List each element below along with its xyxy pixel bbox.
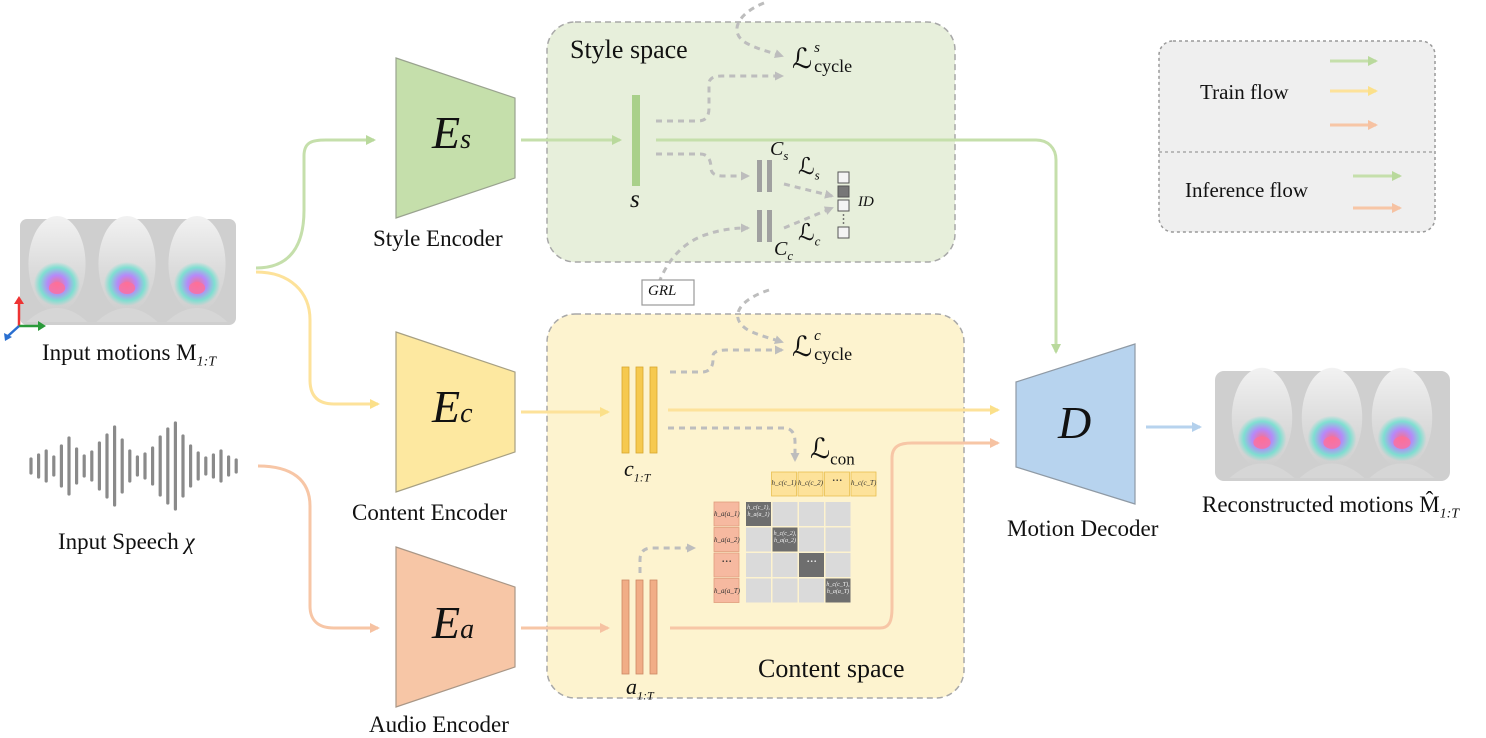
content-encoder-label: Content Encoder [352,500,508,525]
motion-decoder-symbol: D [1058,397,1092,448]
matrix-cell [772,502,798,526]
matrix-cell [772,578,798,603]
input-motions-label: Input motions M1:T [42,340,217,370]
yellow-flow-to-content-encoder [255,270,380,409]
matrix-cell-label: h_a(a_2) [714,535,740,544]
style-classifier [757,160,772,192]
face-render [26,216,88,322]
matrix-cell-label: h_c(c_T), h_a(a_T) [826,581,850,595]
matrix-cell [825,553,851,577]
orange-flow-to-decoder [670,438,1000,630]
input-speech-label: Input Speech χ [58,529,195,554]
loss-content: ℒc [798,220,821,249]
face-render [1299,367,1365,478]
matrix-col-header [850,471,877,497]
matrix-cell-label: h_c(c_1) [771,479,797,487]
style-code-bar [632,95,640,186]
similarity-matrix [713,471,877,603]
green-flow-to-style-encoder [255,135,376,270]
face-render [1369,367,1435,478]
face-render [96,216,158,322]
matrix-diag-cell [772,527,798,552]
legend-inference-label: Inference flow [1185,178,1309,202]
face-render [166,216,228,322]
audio-encoder-shape [395,546,516,708]
content-feature-bars [621,366,658,454]
matrix-col-header [824,471,850,497]
content-encoder-shape [395,331,516,493]
matrix-cell [799,527,824,552]
matrix-cell-label: h_c(c_1), h_a(a_1) [747,505,770,518]
matrix-cell-label: h_a(a_T) [714,586,741,595]
legend-train-label: Train flow [1200,80,1289,104]
matrix-diag-cell [746,502,771,526]
id-label: ID [858,194,874,210]
reconstructed-motions-label: Reconstructed motions M̂1:T [1202,492,1460,522]
matrix-cell [799,578,824,603]
matrix-cell-label: h_c(c_T) [851,479,877,487]
id-label-squares [837,171,850,239]
legend-arrows [1330,56,1402,213]
orange-flow-to-audio-encoder [257,464,380,633]
style-encoder-symbol: Es [432,107,472,158]
content-encoder-symbol: Ec [432,381,473,432]
content-classifier-label: Cc [774,238,794,263]
matrix-row-header [713,578,740,603]
style-code-label: s [630,186,640,213]
style-classifier-label: Cs [770,138,789,163]
matrix-cell [746,553,771,577]
reconstructed-motions-image [1215,367,1450,481]
face-render [1229,367,1295,478]
input-motions-image [4,216,236,341]
matrix-cell-label: h_c(c_2), h_a(a_2) [773,530,797,544]
matrix-cell-label: h_a(a_1) [714,510,740,518]
matrix-cell [825,502,851,526]
matrix-cell [825,527,851,552]
grl-label: GRL [648,283,677,299]
green-flow-to-decoder [656,138,1061,354]
style-encoder-shape [395,57,516,219]
motion-decoder-label: Motion Decoder [1007,516,1159,541]
content-space-title: Content space [758,654,905,683]
matrix-row-header [713,527,740,552]
grl-box [641,279,695,306]
matrix-cell-label: ··· [721,555,732,570]
audio-feature-bars [621,579,658,675]
audio-encoder-label: Audio Encoder [369,712,509,737]
legend-box [1158,40,1436,233]
matrix-row-header [713,552,740,578]
matrix-row-header [713,501,740,527]
audio-feature-label: a1:T [626,674,654,703]
matrix-cell-label: ··· [806,555,817,570]
matrix-cell [746,527,771,552]
dashed-loss-arrows [638,1,834,573]
matrix-cell [746,578,771,603]
loss-cycle-content: ℒ c cycle [792,328,853,364]
speech-waveform-icon [29,421,238,511]
matrix-cell-label: ··· [831,474,843,489]
style-space-title: Style space [570,35,688,64]
matrix-cell [799,502,824,526]
matrix-cell-label: h_c(c_2) [798,479,823,487]
matrix-diag-cell [825,578,851,603]
style-space-box [546,21,956,263]
matrix-cell [772,553,798,577]
matrix-col-header [771,471,797,497]
matrix-diag-cell [799,553,824,577]
loss-contrastive: ℒcon [810,434,855,469]
loss-cycle-style: ℒ s cycle [792,40,853,76]
matrix-col-header [797,471,824,497]
audio-encoder-symbol: Ea [432,597,475,648]
content-classifier [757,210,772,242]
style-encoder-label: Style Encoder [373,226,503,251]
content-feature-label: c1:T [624,456,651,485]
loss-style: ℒs [798,154,820,183]
motion-decoder-shape [1015,343,1136,505]
